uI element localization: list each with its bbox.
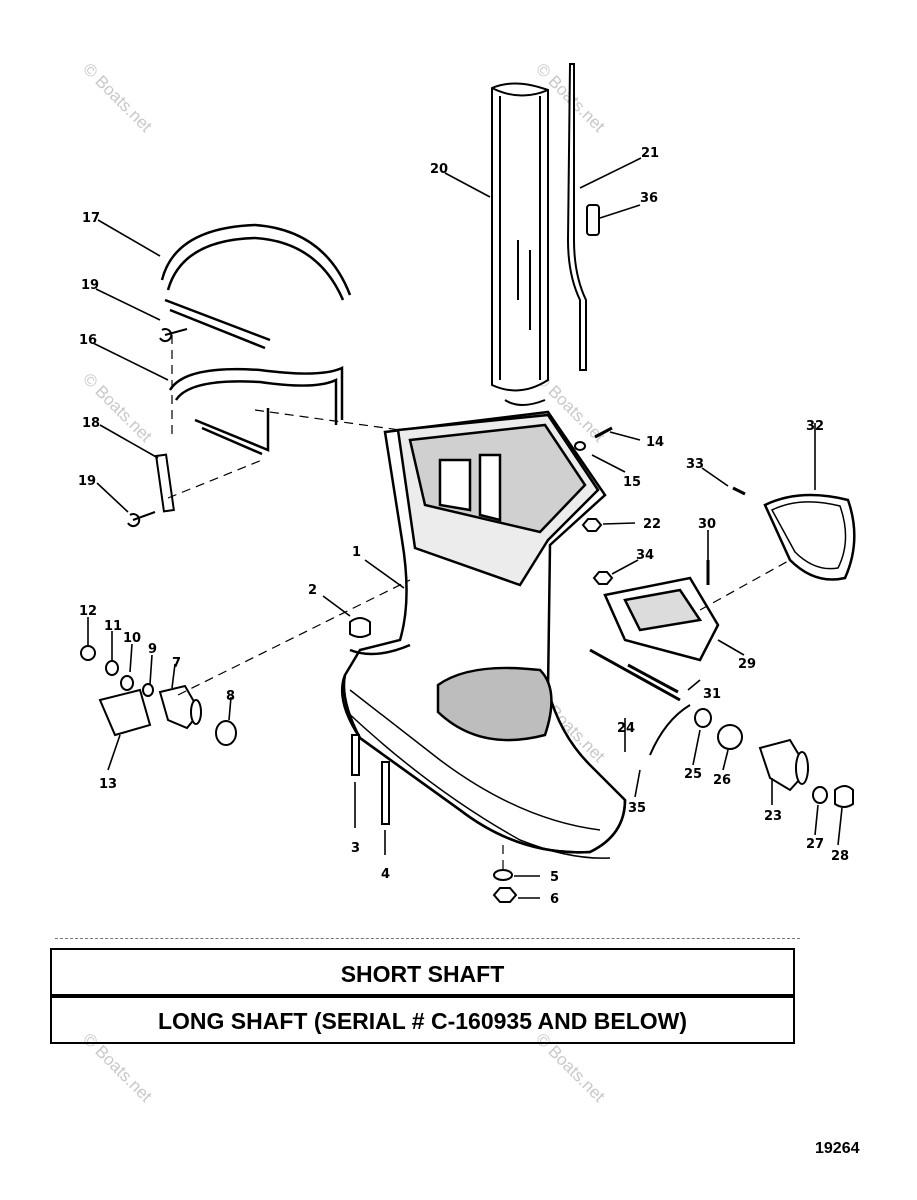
washer [105,660,119,676]
callout-label: 9 [148,642,157,657]
plug [349,617,371,638]
washer [493,869,513,881]
rear-rubber-mount [758,738,810,792]
nut [492,887,518,903]
callout-label: 19 [81,278,99,293]
washer [120,675,134,691]
shift-rod [566,63,587,371]
callout-label: 7 [172,656,181,671]
callout-label: 10 [123,631,141,646]
callout-label: 30 [698,517,716,532]
callout-label: 26 [713,773,731,788]
callout-label: 18 [82,416,100,431]
callout-label: 2 [308,583,317,598]
mount-bracket [98,688,152,737]
callout-label: 14 [646,435,664,450]
washer [142,683,154,697]
callout-label: 22 [643,517,661,532]
side-mount-bracket [603,576,720,662]
callout-label: 6 [550,892,559,907]
drawing-number: 19264 [815,1140,860,1157]
callout-label: 15 [623,475,641,490]
callout-label: 25 [684,767,702,782]
nut [581,518,603,532]
rod-coupler [586,204,600,236]
driveshaft-housing-tube [491,82,549,406]
callout-label: 28 [831,849,849,864]
callout-labels: 1 2 3 4 5 6 7 8 9 10 11 12 13 14 15 16 1… [78,146,849,907]
callout-label: 16 [79,333,97,348]
nut [592,571,614,585]
stud [381,761,390,825]
screw [159,328,188,343]
callout-label: 20 [430,162,448,177]
lower-seal-strip [168,366,344,456]
callout-label: 24 [617,721,635,736]
upper-seal-strip [160,223,352,350]
callout-label: 27 [806,837,824,852]
washer [574,441,586,451]
washer [694,708,712,728]
driveshaft-housing [340,410,627,859]
spacer [215,720,237,746]
bolt [594,426,613,439]
callout-label: 19 [78,474,96,489]
stud [351,734,360,776]
callout-label: 35 [628,801,646,816]
callout-label: 12 [79,604,97,619]
nut [80,645,96,661]
callout-label: 34 [636,548,654,563]
legend-long-shaft: LONG SHAFT (SERIAL # C-160935 AND BELOW) [50,996,795,1044]
screw [127,511,156,528]
cap-nut [834,785,854,808]
front-rubber-mount [158,684,202,730]
ground-strap [649,704,691,756]
callout-label: 4 [381,867,390,882]
callout-label: 36 [640,191,658,206]
callout-label: 23 [764,809,782,824]
screw [732,486,746,496]
washer [717,724,743,750]
callout-label: 33 [686,457,704,472]
through-bolt [589,648,681,702]
callout-label: 8 [226,689,235,704]
callout-label: 31 [703,687,721,702]
nut [812,786,828,804]
callout-label: 17 [82,211,100,226]
exhaust-cover [763,493,856,581]
legend-short-shaft: SHORT SHAFT [50,948,795,996]
separator-rule [55,938,800,939]
callout-label: 29 [738,657,756,672]
callout-label: 32 [806,419,824,434]
callout-label: 11 [104,619,122,634]
exhaust-cover-rim [770,501,847,570]
callout-label: 21 [641,146,659,161]
callout-label: 1 [352,545,361,560]
retainer-plate [155,453,175,513]
stud [627,663,679,694]
leader-lines [87,157,843,899]
callout-label: 13 [99,777,117,792]
watermark: © Boats.net [79,59,156,136]
callout-label: 5 [550,870,559,885]
callout-label: 3 [351,841,360,856]
assembly-lines [167,335,791,870]
